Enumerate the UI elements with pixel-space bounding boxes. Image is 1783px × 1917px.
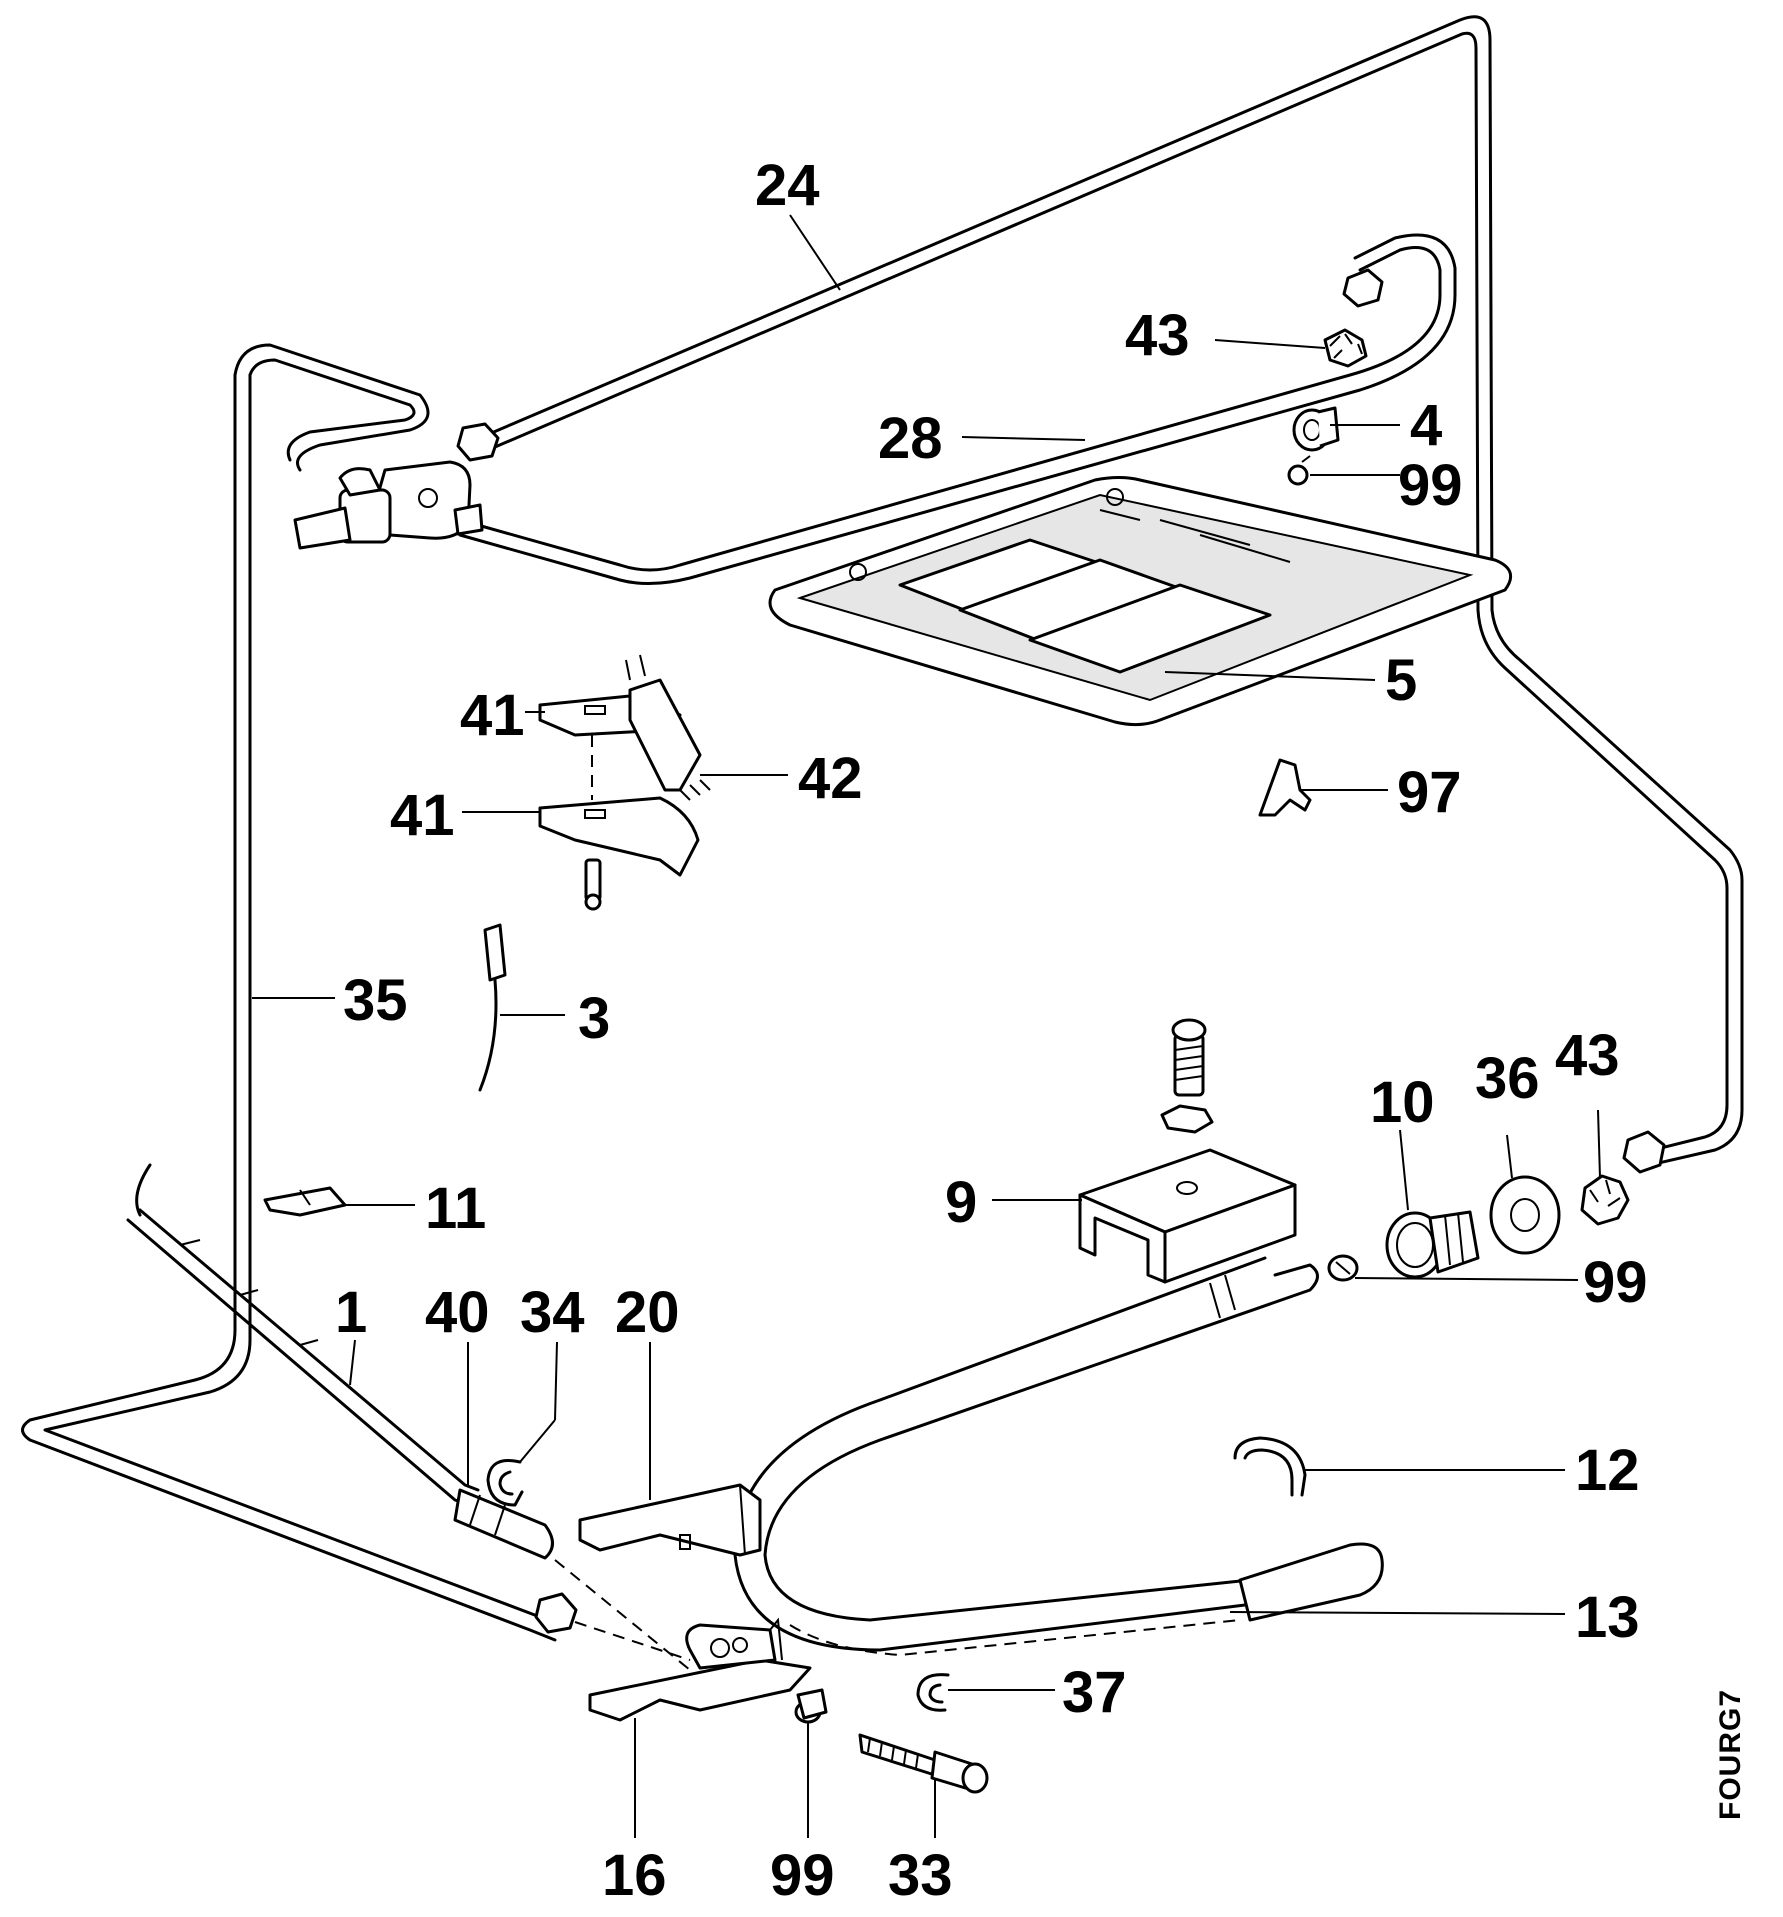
burner-tray-5 [768,476,1513,727]
cover-9 [1078,1148,1297,1284]
label-3: 3 [578,986,610,1051]
label-42: 42 [798,746,863,811]
label-1: 1 [335,1280,367,1345]
label-34: 34 [520,1280,585,1345]
washer-36 [1489,1175,1561,1255]
burner-tube [733,1256,1319,1657]
label-36: 36 [1475,1046,1540,1111]
label-40: 40 [425,1280,490,1345]
gas-valve [293,460,484,550]
label-35: 35 [343,968,408,1033]
igniter-42 [625,654,711,801]
label-20: 20 [615,1280,680,1345]
dash-lead [554,1559,691,1671]
clip-37 [916,1673,950,1712]
label-43-injector: 43 [1555,1023,1620,1088]
label-5: 5 [1385,648,1417,713]
label-28: 28 [878,406,943,471]
label-9: 9 [945,1170,977,1235]
label-13: 13 [1575,1585,1640,1650]
screw-bracket [584,858,602,911]
nut-injector [1622,1130,1666,1174]
label-99-bottom: 99 [770,1843,835,1908]
leader-lines [252,214,1601,1838]
injector-10 [1385,1210,1480,1279]
label-41-lower: 41 [390,783,455,848]
label-41-upper: 41 [460,683,525,748]
pipe-to-injector [1476,608,1744,1167]
fitting-33 [858,1733,989,1794]
screw-99-bottom [794,1688,828,1724]
nut-28-top [1342,268,1384,308]
clip-12 [1233,1436,1307,1497]
screw-99-top [1287,455,1311,486]
clip-97 [1258,758,1312,817]
dash-pipe-35 [574,1621,691,1661]
nut-43-injector [1580,1174,1630,1226]
label-37: 37 [1062,1660,1127,1725]
label-43-top: 43 [1125,303,1190,368]
pipe-24 [473,15,1494,612]
bracket-16 [588,1617,812,1722]
label-16: 16 [602,1843,667,1908]
part-labels: 24 43 28 4 99 5 41 42 41 97 35 3 10 36 4… [335,153,1648,1908]
bolt-9 [1171,1018,1207,1097]
label-10: 10 [1370,1070,1435,1135]
label-11: 11 [425,1176,486,1241]
drawing-code: FOURG7 [1714,1689,1747,1820]
hose-13 [1238,1542,1384,1622]
label-99-top: 99 [1398,453,1463,518]
bracket-41-lower [538,796,700,877]
pipe-28 [458,233,1457,586]
clip-34 [486,1459,524,1507]
label-33: 33 [888,1843,953,1908]
screw-99-injector [1327,1254,1359,1282]
label-97: 97 [1397,760,1462,825]
nut-9 [1160,1104,1214,1134]
bracket-20 [578,1483,762,1557]
clip-11 [263,1186,347,1217]
thermocouple-lead-1 [126,1163,554,1560]
thermocouple-3 [478,923,507,1092]
label-4: 4 [1410,393,1442,458]
washer-4 [1292,406,1340,452]
label-24: 24 [755,153,820,218]
nut-24 [456,422,500,462]
label-12: 12 [1575,1438,1640,1503]
label-99-injector: 99 [1583,1250,1648,1315]
nut-35-end [534,1592,578,1634]
nut-43-top [1323,328,1368,368]
pipe-35 [21,343,562,1642]
